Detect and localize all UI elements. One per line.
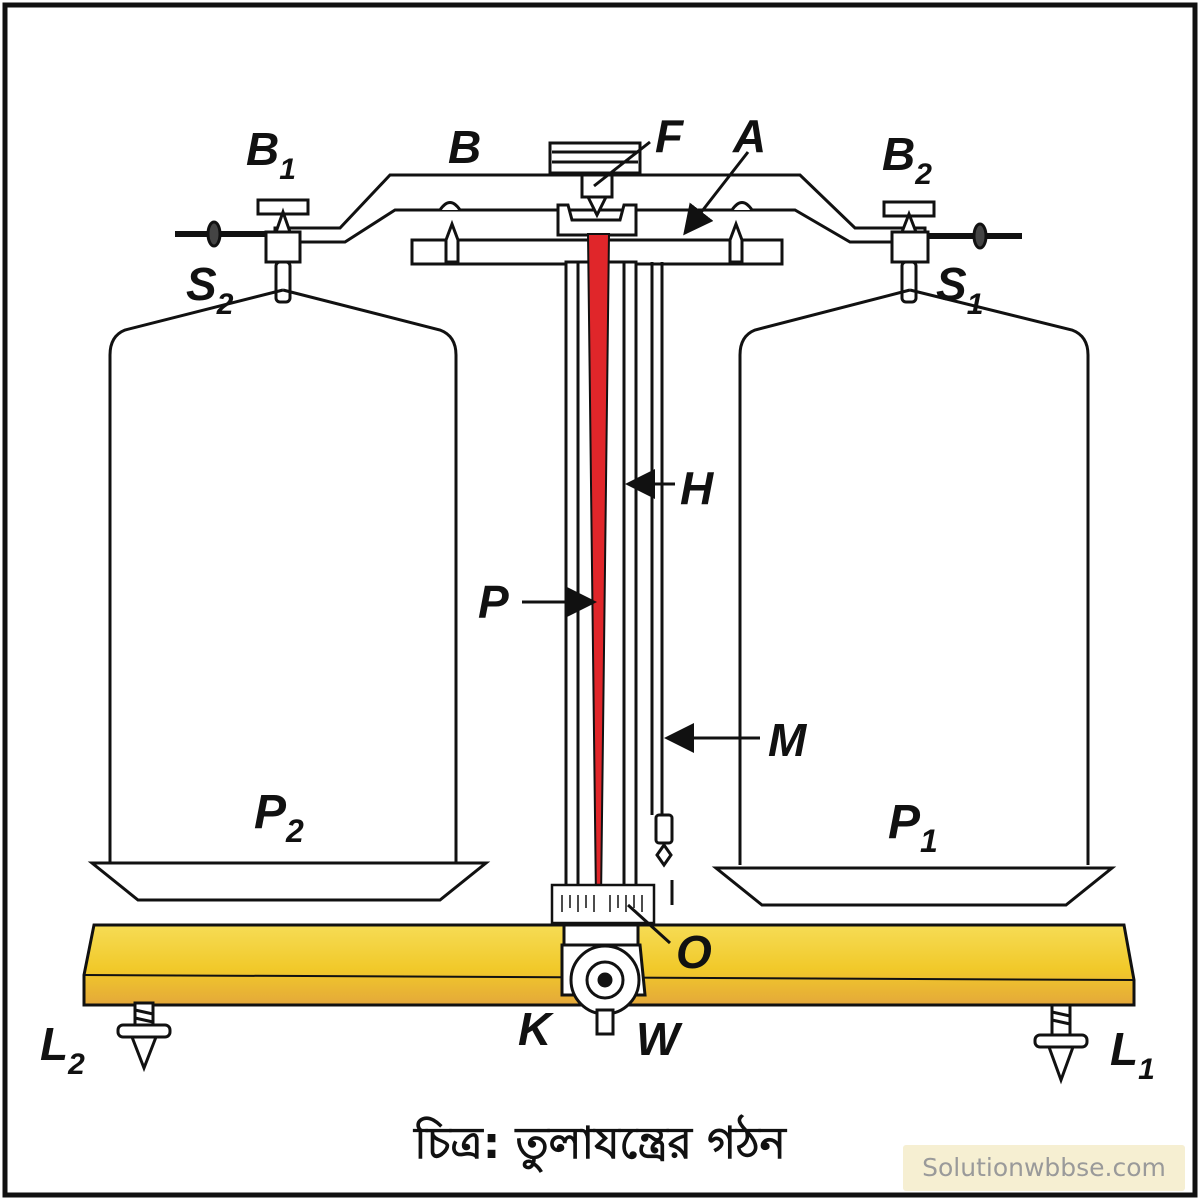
right-knob: [972, 222, 988, 250]
stirrup-b1-body: [264, 230, 302, 264]
figure-caption: চিত্র: তুলাযন্ত্রের গঠন: [414, 1118, 786, 1169]
labels: B1 B F A B2 S2 S1 H P M P2 P1 O K W L2 L…: [40, 110, 1155, 1086]
label-p2: P2: [254, 786, 304, 849]
scale-o: [550, 883, 656, 925]
arrest-peg-right: [728, 219, 744, 264]
plumb-bob: [654, 813, 674, 845]
right-pan-dish: [711, 866, 1117, 907]
hook-s2: [274, 260, 292, 304]
right-pan-p1: [711, 288, 1117, 907]
fulcrum-cap: [548, 141, 642, 175]
label-b2: B2: [882, 128, 932, 191]
watermark: Solutionwbbse.com: [903, 1145, 1185, 1191]
fulcrum-knife: [585, 195, 609, 219]
levelling-knob-kw: [560, 923, 647, 1036]
leader-a: [683, 151, 750, 236]
label-w: W: [636, 1013, 683, 1065]
label-p: P: [478, 576, 509, 628]
leader-f: [593, 140, 651, 188]
arrest-peg-left: [444, 219, 460, 264]
beam-bump-right: [730, 201, 754, 211]
plumb-line-m: [650, 262, 674, 905]
label-m: M: [768, 714, 808, 766]
beam-bump-left: [438, 201, 462, 211]
label-p1: P1: [888, 796, 938, 859]
label-s1: S1: [936, 258, 983, 321]
label-b: B: [448, 121, 481, 173]
stirrup-b2-body: [890, 230, 930, 264]
label-s2: S2: [186, 258, 234, 321]
hook-s1: [900, 260, 918, 304]
left-pan-p2: [87, 288, 491, 902]
levelling-screw-l2: [116, 1001, 172, 1073]
fulcrum-block: [580, 173, 614, 199]
leader-o: [626, 903, 672, 945]
label-l1: L1: [1110, 1023, 1155, 1086]
label-l2: L2: [40, 1018, 85, 1081]
label-k: K: [518, 1003, 554, 1055]
fulcrum-cradle: [556, 203, 638, 237]
left-knob: [206, 220, 222, 248]
label-b1: B1: [246, 123, 296, 186]
label-o: O: [676, 926, 712, 978]
leader-lines: [522, 140, 760, 945]
label-f: F: [655, 110, 685, 162]
left-pan-dish: [87, 861, 491, 902]
levelling-screw-l1: [1033, 1003, 1089, 1085]
label-h: H: [680, 462, 714, 514]
label-a: A: [732, 110, 766, 162]
